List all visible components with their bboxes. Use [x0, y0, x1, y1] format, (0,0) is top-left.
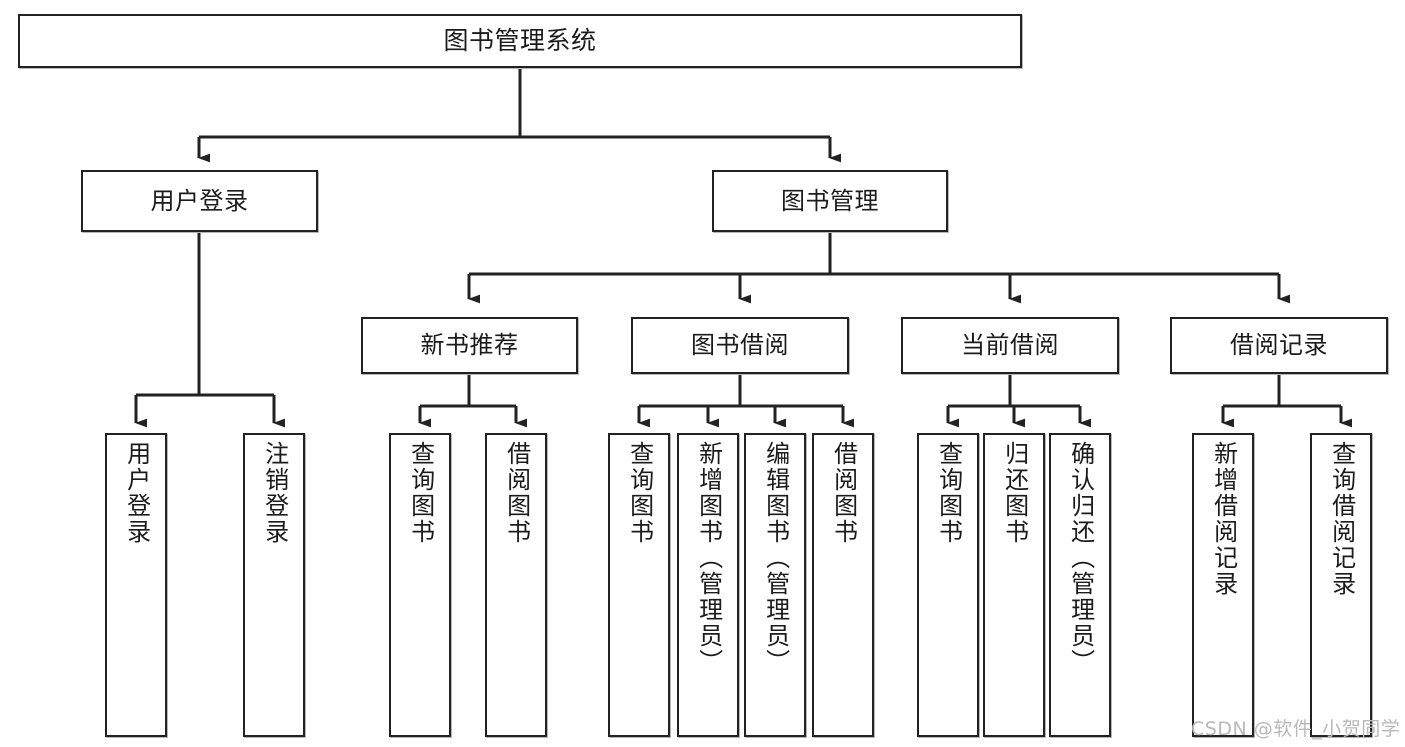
leaf-query-book-recommend[interactable]: 查询图书: [389, 433, 451, 737]
node-label: 编辑图书（管理员）: [761, 441, 790, 675]
leaf-borrow-book-recommend[interactable]: 借阅图书: [485, 433, 547, 737]
node-user-login[interactable]: 用户登录: [81, 170, 318, 232]
node-label: 新增图书（管理员）: [694, 441, 723, 675]
leaf-confirm-return-admin[interactable]: 确认归还（管理员）: [1049, 433, 1111, 737]
leaf-return-book[interactable]: 归还图书: [983, 433, 1045, 737]
node-book-borrow[interactable]: 图书借阅: [631, 317, 849, 374]
node-label: 查询图书: [406, 441, 435, 545]
node-label: 图书管理系统: [443, 26, 597, 55]
leaf-add-book-admin[interactable]: 新增图书（管理员）: [677, 433, 739, 737]
node-current-borrow[interactable]: 当前借阅: [901, 317, 1119, 374]
node-label: 借阅图书: [502, 441, 531, 545]
csdn-watermark: CSDN @软件_小贺同学: [1191, 718, 1401, 740]
node-label: 查询图书: [934, 441, 963, 545]
leaf-query-book-borrow[interactable]: 查询图书: [608, 433, 670, 737]
node-borrow-record[interactable]: 借阅记录: [1170, 317, 1388, 374]
node-label: 图书管理: [781, 186, 879, 215]
node-root-system[interactable]: 图书管理系统: [18, 14, 1022, 68]
node-label: 新书推荐: [420, 331, 519, 360]
node-label: 注销登录: [260, 441, 289, 545]
node-label: 借阅图书: [829, 441, 858, 545]
node-label: 用户登录: [122, 441, 151, 545]
leaf-borrow-book[interactable]: 借阅图书: [812, 433, 874, 737]
node-label: 当前借阅: [961, 331, 1059, 360]
node-label: 查询图书: [625, 441, 654, 545]
node-label: 借阅记录: [1230, 331, 1328, 360]
node-label: 新增借阅记录: [1209, 441, 1238, 597]
node-book-management[interactable]: 图书管理: [712, 170, 948, 232]
node-new-book-recommend[interactable]: 新书推荐: [361, 317, 578, 374]
node-label: 查询借阅记录: [1327, 441, 1356, 597]
node-label: 图书借阅: [691, 331, 789, 360]
leaf-query-book-current[interactable]: 查询图书: [917, 433, 979, 737]
leaf-edit-book-admin[interactable]: 编辑图书（管理员）: [744, 433, 806, 737]
leaf-add-borrow-record[interactable]: 新增借阅记录: [1192, 433, 1254, 737]
node-label: 确认归还（管理员）: [1066, 441, 1095, 675]
node-label: 用户登录: [150, 186, 249, 215]
leaf-query-borrow-record[interactable]: 查询借阅记录: [1310, 433, 1372, 737]
leaf-user-login[interactable]: 用户登录: [105, 433, 167, 737]
node-label: 归还图书: [1000, 441, 1029, 545]
leaf-logout[interactable]: 注销登录: [243, 433, 305, 737]
